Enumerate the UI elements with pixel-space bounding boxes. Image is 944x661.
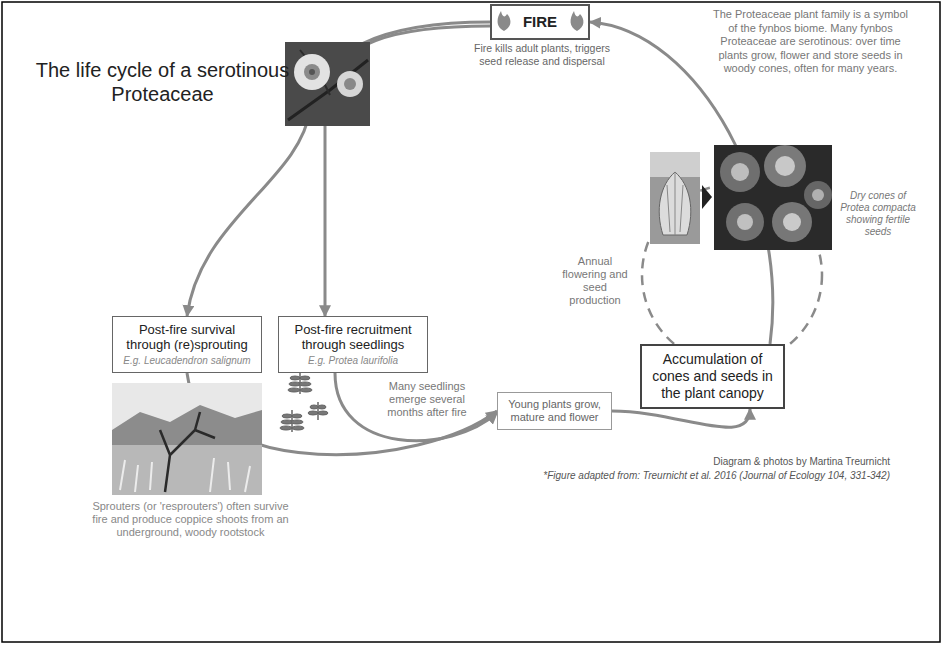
frame xyxy=(2,2,940,642)
photo-caption: Dry cones of Protea compacta showing fer… xyxy=(836,190,920,238)
stage-box: Young plants grow, mature and flower xyxy=(497,392,612,430)
example-species: E.g. Protea laurifolia xyxy=(285,355,421,367)
source-note: *Figure adapted from: Treurnicht et al. … xyxy=(400,470,890,482)
cycle-arrow xyxy=(335,373,497,441)
fire-box: FIRE xyxy=(490,4,590,40)
flame-icons xyxy=(498,11,584,31)
photo-arrow xyxy=(702,185,712,209)
seedling-icons xyxy=(280,372,328,432)
seedling-note: Many seedlings emerge several months aft… xyxy=(372,380,482,419)
flower-photo xyxy=(285,42,370,126)
example-species: E.g. Leucadendron salignum xyxy=(119,355,255,367)
protea-photo xyxy=(650,152,700,244)
stage-box: Post-fire recruitment through seedlingsE… xyxy=(278,316,428,373)
diagram-title: The life cycle of a serotinous Proteacea… xyxy=(25,58,300,106)
fire-text: FIRE xyxy=(500,13,580,31)
box-heading: Post-fire survival through (re)sprouting xyxy=(119,322,255,352)
box-heading: Post-fire recruitment through seedlings xyxy=(285,322,421,352)
intro-note: The Proteaceae plant family is a symbol … xyxy=(708,8,913,76)
cones-photo xyxy=(714,145,832,250)
cycle-arrow xyxy=(612,409,750,427)
box-heading: Accumulation of cones and seeds in the p… xyxy=(648,351,777,402)
stage-box: Post-fire survival through (re)sprouting… xyxy=(112,316,262,373)
fire-note: Fire kills adult plants, triggers seed r… xyxy=(462,42,622,68)
sprouter-photo xyxy=(112,383,262,495)
credit-note: Diagram & photos by Martina Treurnicht xyxy=(560,456,890,468)
cycle-note: Annual flowering and seed production xyxy=(556,255,634,307)
sprouter-note: Sprouters (or 'resprouters') often survi… xyxy=(88,500,293,539)
stage-box: Accumulation of cones and seeds in the p… xyxy=(640,344,785,409)
box-text: Young plants grow, mature and flower xyxy=(504,398,605,424)
